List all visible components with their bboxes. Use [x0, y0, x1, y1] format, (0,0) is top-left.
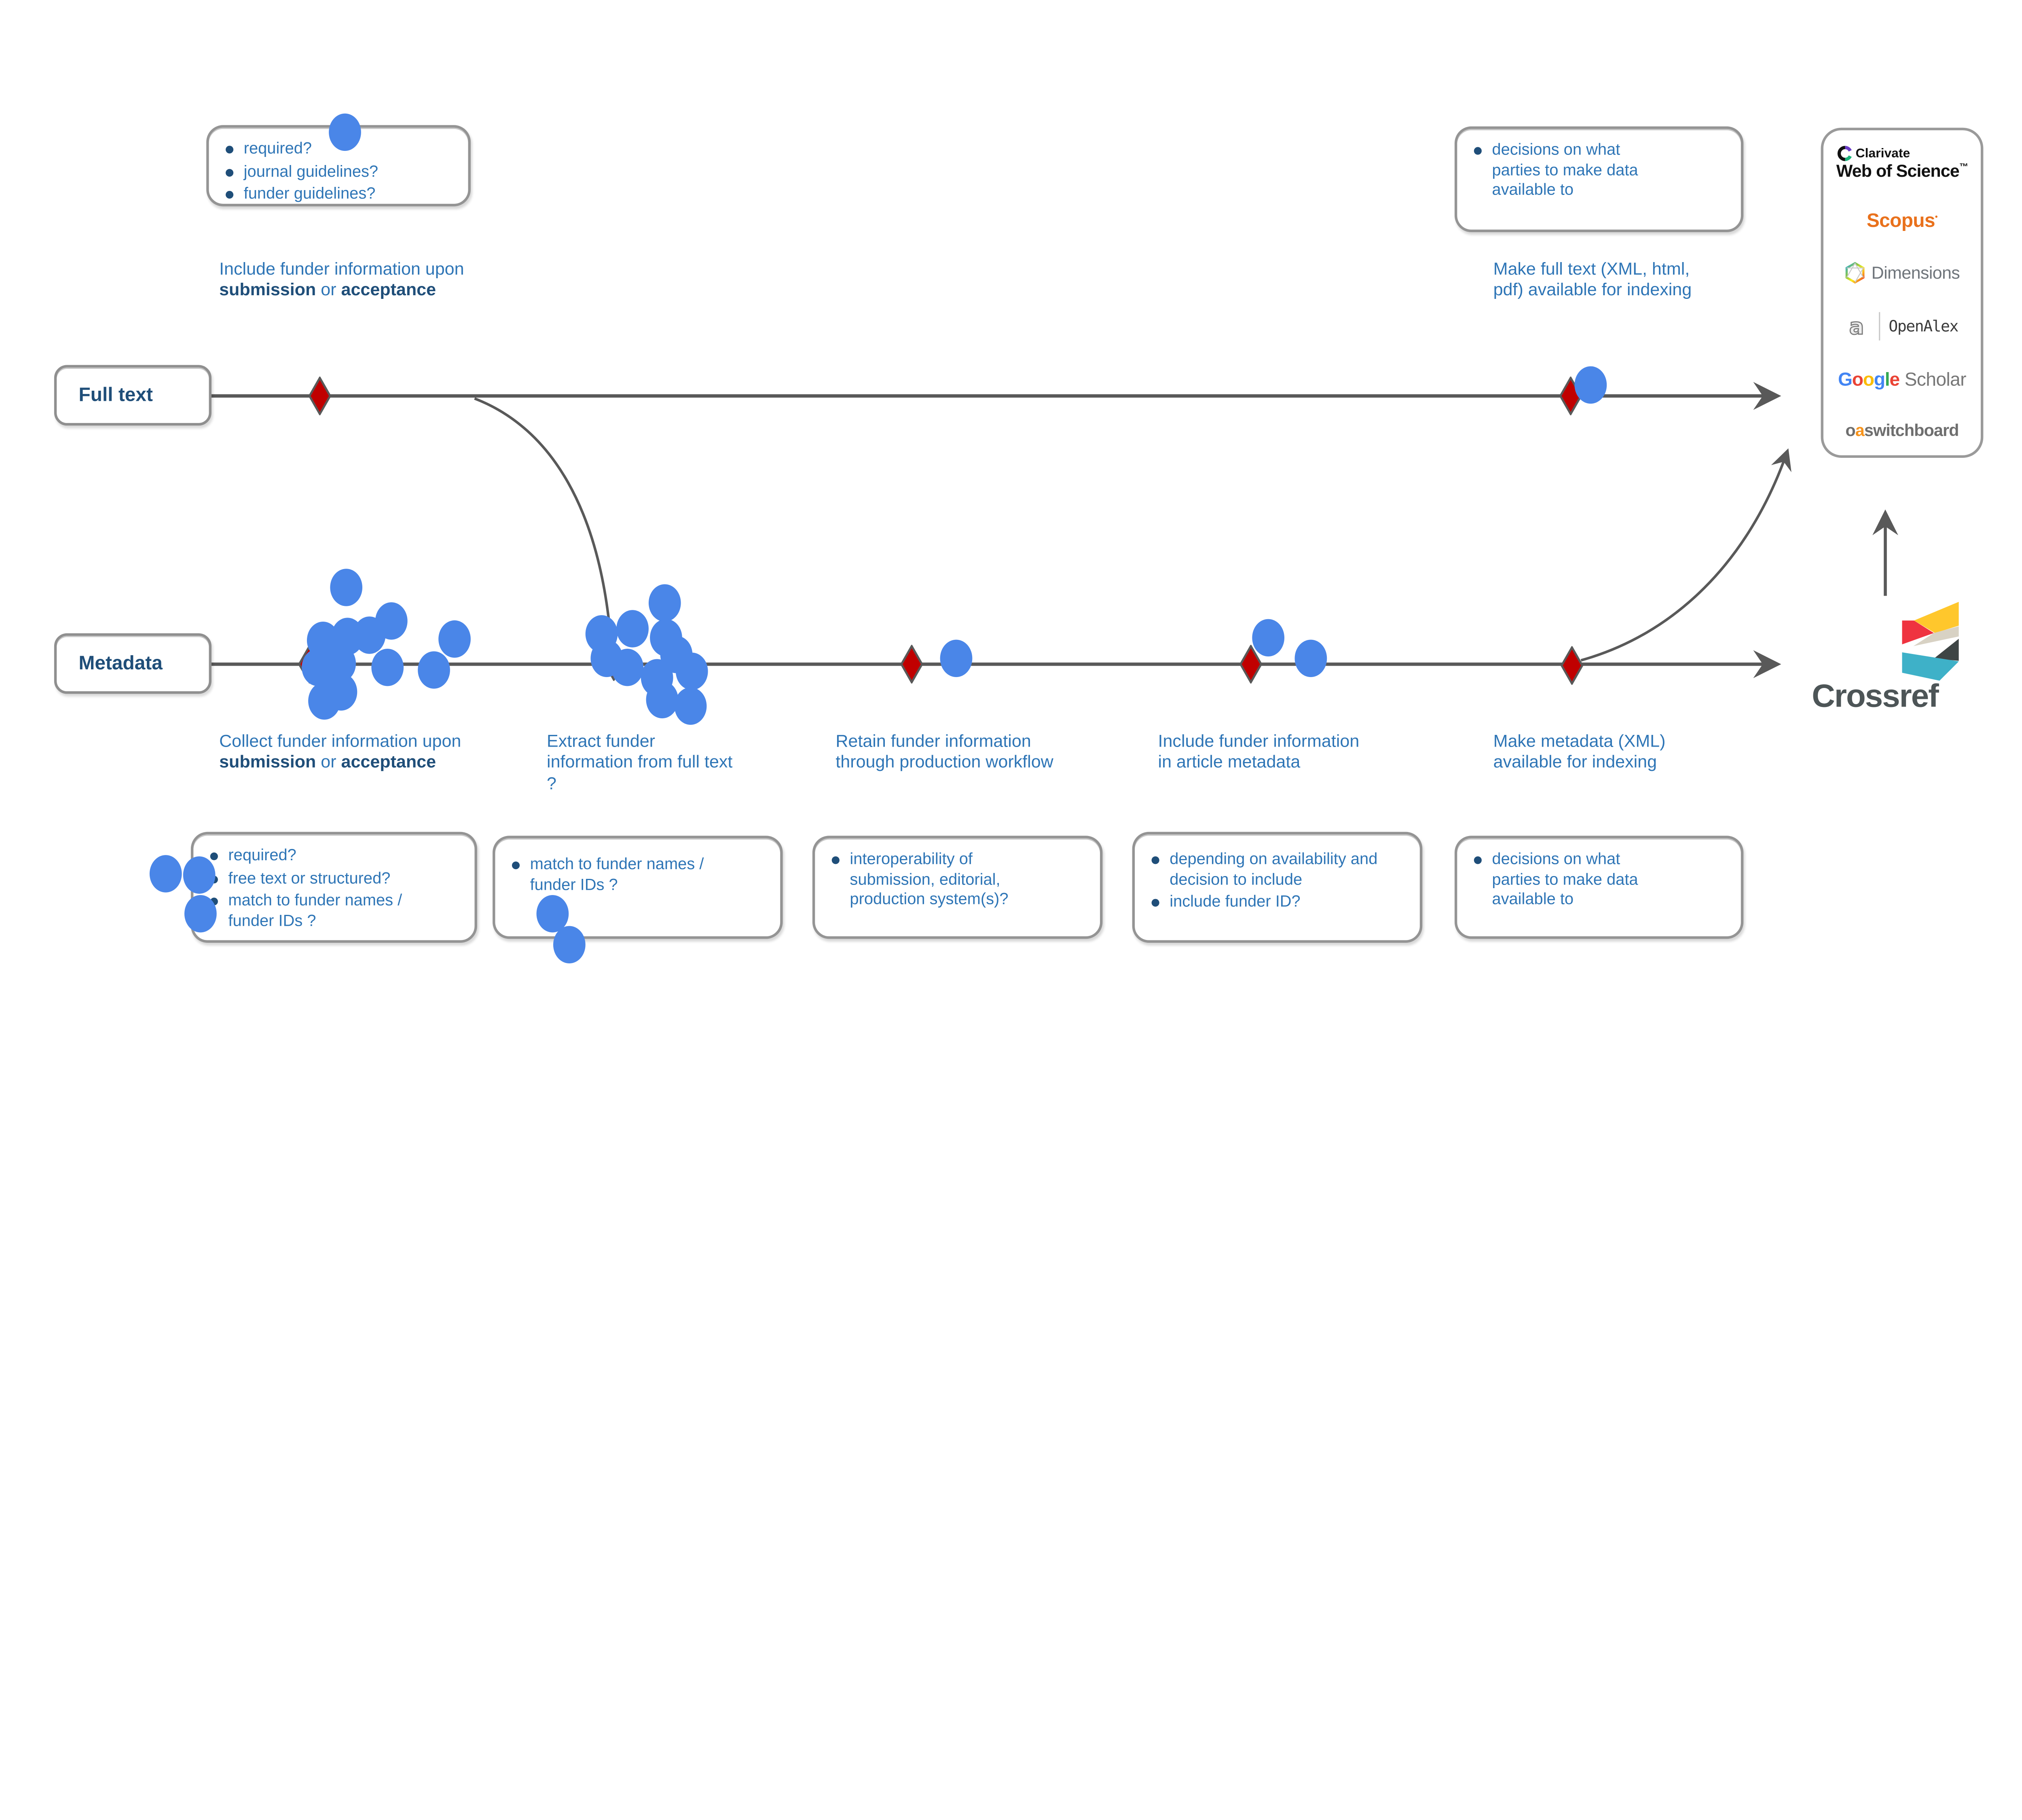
callout-bottom-5: decisions on what parties to make data a… — [1454, 836, 1744, 939]
callout-bottom-4-list: depending on availability and decision t… — [1135, 834, 1420, 923]
callout-bottom-2: match to funder names / funder IDs ? — [493, 836, 783, 939]
callout-top-right-list: decisions on what parties to make data a… — [1457, 129, 1741, 211]
bullet-item: required? — [226, 139, 442, 159]
scholar-label: Scholar — [1904, 370, 1967, 391]
bullet-item: decisions on what parties to make data a… — [1474, 850, 1669, 910]
openalex-logo: a OpenAlex — [1846, 312, 1959, 341]
dimensions-icon — [1846, 261, 1865, 283]
callout-bottom-4: depending on availability and decision t… — [1132, 832, 1423, 943]
clarivate-icon — [1837, 146, 1852, 161]
caption-retain-funder-info: Retain funder information through produc… — [835, 731, 1053, 772]
caption-include-funder-fulltext: Include funder information upon submissi… — [219, 259, 464, 300]
google-scholar-logo: Google Scholar — [1838, 370, 1967, 391]
lane-label-metadata: Metadata — [54, 633, 212, 694]
bullet-item: journal guidelines? — [226, 162, 442, 182]
caption-collect-funder-info: Collect funder information upon submissi… — [219, 731, 461, 772]
svg-text:a: a — [1849, 314, 1863, 340]
crossref-icon — [1902, 602, 1959, 681]
bullet-icon — [1474, 856, 1482, 864]
bullet-item: free text or structured? — [210, 869, 438, 889]
wos-trademark: ™ — [1959, 163, 1968, 172]
caption-extract-funder-info: Extract funder information from full tex… — [547, 731, 733, 793]
bullet-icon — [1474, 147, 1482, 155]
callout-bottom-2-list: match to funder names / funder IDs ? — [495, 838, 780, 906]
connector-lines — [211, 382, 1898, 678]
openalex-divider — [1878, 312, 1880, 341]
bullet-icon — [210, 852, 218, 860]
bullet-item: match to funder names / funder IDs ? — [512, 855, 729, 895]
caption-make-metadata-available: Make metadata (XML) available for indexi… — [1493, 731, 1666, 772]
bullet-icon — [210, 897, 218, 906]
callout-bottom-1: required? free text or structured?match t… — [190, 832, 477, 943]
dimensions-logo: Dimensions — [1844, 261, 1960, 283]
lane-label-metadata-text: Metadata — [78, 652, 163, 675]
indexing-services-panel: Clarivate Web of Science™ Scopus• Dimens… — [1821, 127, 1984, 458]
web-of-science-label: Web of Science — [1836, 161, 1960, 181]
bullet-icon — [831, 856, 840, 864]
bullet-icon — [226, 146, 234, 154]
funder-workflow-diagram: Full text Metadata required? journal guid… — [54, 113, 1990, 963]
metadata-to-switchboard-curve — [1580, 448, 1791, 662]
callout-top-left: required? journal guidelines?funder guide… — [206, 125, 471, 207]
bullet-icon — [512, 861, 520, 870]
crossref-label: Crossref — [1812, 678, 1939, 715]
bullet-item: depending on availability and decision t… — [1151, 850, 1384, 890]
callout-bottom-1-list: required? free text or structured?match t… — [193, 834, 474, 942]
bullet-item: required? — [210, 846, 438, 866]
scopus-logo: Scopus• — [1866, 210, 1938, 232]
callout-bottom-3: interoperability of submission, editoria… — [812, 836, 1103, 939]
web-of-science-logo: Clarivate Web of Science™ — [1836, 146, 1968, 180]
bullet-icon — [226, 190, 234, 199]
bullet-item: interoperability of submission, editoria… — [831, 850, 1038, 910]
oa-switchboard-a: a — [1855, 420, 1865, 440]
dimensions-label: Dimensions — [1871, 262, 1960, 282]
bullet-item: decisions on what parties to make data a… — [1474, 141, 1669, 201]
callout-bottom-3-list: interoperability of submission, editoria… — [815, 838, 1100, 920]
bullet-icon — [1151, 856, 1159, 864]
scopus-mark: • — [1935, 214, 1938, 222]
oa-switchboard-rest: switchboard — [1864, 420, 1959, 440]
caption-include-funder-metadata: Include funder information in article me… — [1158, 731, 1360, 772]
bullet-item: include funder ID? — [1151, 893, 1384, 912]
clarivate-label: Clarivate — [1855, 146, 1910, 161]
oa-switchboard-o: o — [1845, 420, 1855, 440]
openalex-label: OpenAlex — [1889, 317, 1959, 336]
openalex-icon: a — [1848, 314, 1864, 340]
callout-bottom-5-list: decisions on what parties to make data a… — [1457, 838, 1741, 920]
lane-label-full-text-text: Full text — [78, 384, 153, 406]
bullet-icon — [210, 875, 218, 883]
google-wordmark: Google — [1838, 370, 1900, 391]
crossref-logo: Crossref — [1809, 601, 1990, 716]
oa-switchboard-logo: oaswitchboard — [1845, 420, 1959, 440]
lane-label-full-text: Full text — [54, 365, 212, 426]
callout-top-right: decisions on what parties to make data a… — [1454, 126, 1744, 232]
scopus-label: Scopus — [1866, 210, 1935, 232]
fulltext-to-metadata-curve — [474, 397, 613, 645]
bullet-icon — [1151, 899, 1159, 907]
bullet-icon — [226, 168, 234, 176]
callout-top-left-list: required? journal guidelines?funder guide… — [209, 128, 468, 215]
bullet-item: funder guidelines? — [226, 184, 442, 204]
caption-make-fulltext-available: Make full text (XML, html, pdf) availabl… — [1493, 259, 1692, 300]
bullet-item: match to funder names / funder IDs ? — [210, 891, 438, 931]
